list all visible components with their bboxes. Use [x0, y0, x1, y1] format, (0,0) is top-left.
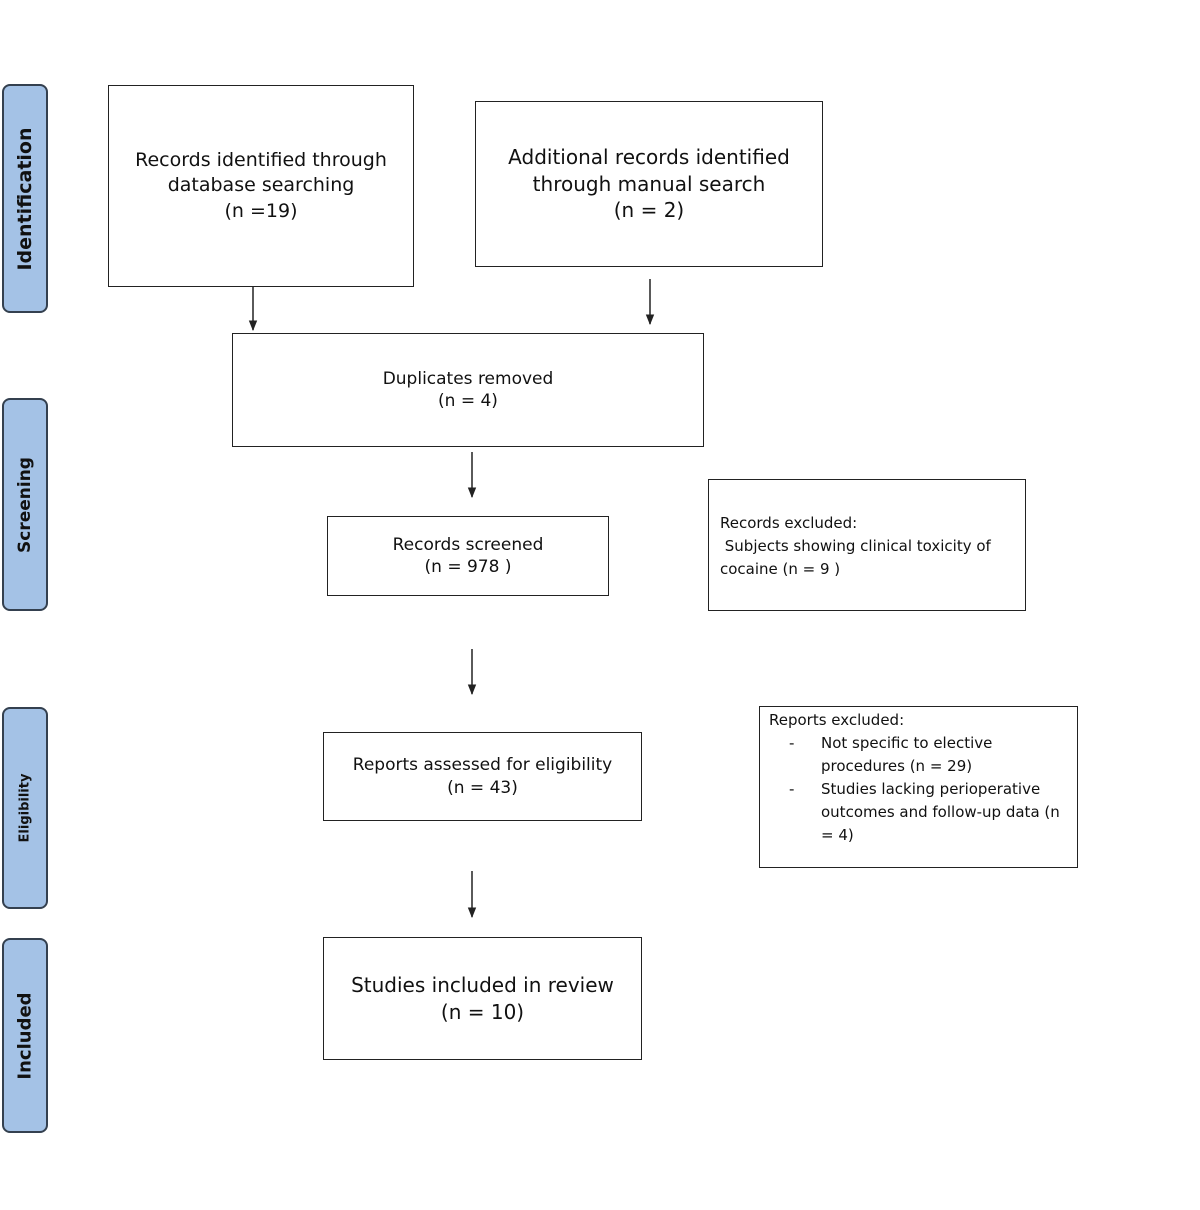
records-screened-box: Records screened (n = 978 ) [327, 516, 609, 596]
database-records-line: Records identified through [135, 149, 387, 172]
reports-excluded-list: - Not specific to elective procedures (n… [769, 732, 1069, 847]
reports-excluded-item-text: Not specific to elective procedures (n =… [821, 734, 993, 775]
stage-identification: Identification [2, 84, 48, 313]
reports-assessed-box: Reports assessed for eligibility (n = 43… [323, 732, 642, 821]
records-excluded-title: Records excluded: [720, 514, 858, 532]
reports-excluded-item-text: Studies lacking perioperative outcomes a… [821, 780, 1060, 844]
stage-eligibility-label: Eligibility [17, 773, 33, 843]
records-excluded-box: Records excluded: Subjects showing clini… [708, 479, 1026, 611]
stage-included-label: Included [14, 991, 36, 1080]
stage-screening-label: Screening [15, 456, 35, 553]
studies-included-count: (n = 10) [440, 999, 525, 1024]
duplicates-removed-count: (n = 4) [438, 391, 498, 411]
database-records-line: database searching [167, 174, 355, 197]
records-screened-count: (n = 978 ) [424, 557, 512, 577]
bullet-dash: - [789, 780, 795, 798]
manual-records-line: Additional records identified [508, 145, 790, 170]
records-excluded-line: cocaine (n = 9 ) [720, 560, 841, 578]
records-excluded-line: Subjects showing clinical toxicity of [720, 537, 991, 555]
reports-excluded-item: - Studies lacking perioperative outcomes… [769, 778, 1069, 847]
manual-records-count: (n = 2) [613, 198, 685, 223]
bullet-dash: - [789, 734, 795, 752]
database-records-box: Records identified through database sear… [108, 85, 414, 287]
duplicates-removed-box: Duplicates removed (n = 4) [232, 333, 704, 447]
reports-excluded-item: - Not specific to elective procedures (n… [769, 732, 1069, 778]
duplicates-removed-label: Duplicates removed [382, 368, 554, 389]
manual-records-box: Additional records identified through ma… [475, 101, 823, 267]
reports-assessed-label: Reports assessed for eligibility [352, 755, 613, 776]
studies-included-box: Studies included in review (n = 10) [323, 937, 642, 1060]
database-records-count: (n =19) [224, 199, 298, 222]
stage-included: Included [2, 938, 48, 1133]
reports-assessed-count: (n = 43) [447, 777, 518, 798]
reports-excluded-box: Reports excluded: - Not specific to elec… [759, 706, 1078, 868]
stage-identification-label: Identification [14, 126, 36, 271]
studies-included-label: Studies included in review [351, 973, 614, 998]
reports-excluded-title: Reports excluded: [769, 711, 905, 729]
stage-screening: Screening [2, 398, 48, 611]
records-screened-label: Records screened [392, 534, 544, 555]
stage-eligibility: Eligibility [2, 707, 48, 909]
manual-records-line: through manual search [532, 171, 766, 196]
